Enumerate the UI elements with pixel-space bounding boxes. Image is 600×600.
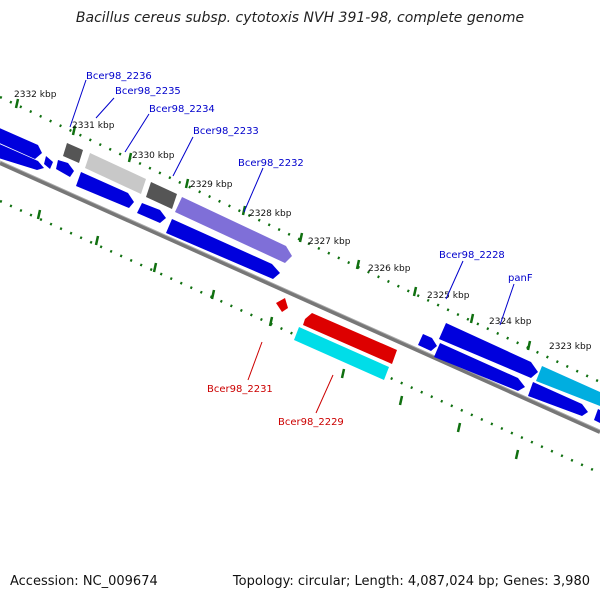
gene-block — [85, 153, 146, 194]
genome-backbone-highlight — [0, 160, 600, 431]
gene-block — [137, 203, 166, 223]
kbp-label-2327: 2327 kbp — [308, 237, 351, 247]
kbp-label-2329: 2329 kbp — [190, 180, 233, 190]
gene-block — [439, 323, 538, 378]
gene-block — [175, 197, 292, 263]
kbp-label-2328: 2328 kbp — [249, 209, 292, 219]
upper-major-ticks — [14, 98, 532, 351]
genome-backbone — [0, 161, 600, 434]
gene-block — [528, 382, 588, 416]
kbp-label-2332: 2332 kbp — [14, 90, 57, 100]
gene-block — [536, 366, 600, 406]
kbp-label-2331: 2331 kbp — [72, 121, 115, 131]
accession-text: Accession: NC_009674 — [10, 574, 158, 589]
gene-block — [276, 298, 288, 312]
kbp-label-2325: 2325 kbp — [427, 291, 470, 301]
forward-genes-inner — [0, 144, 600, 423]
forward-genes-outer — [0, 128, 600, 406]
gene-label-bcer98-2236[interactable]: Bcer98_2236 — [86, 71, 152, 82]
gene-label-panf[interactable]: panF — [508, 273, 533, 284]
lower-major-ticks — [36, 209, 520, 460]
gene-label-bcer98-2232[interactable]: Bcer98_2232 — [238, 158, 304, 169]
gene-block — [44, 156, 53, 169]
gene-block — [434, 343, 525, 391]
gene-block — [303, 313, 397, 364]
kbp-label-2324: 2324 kbp — [489, 317, 532, 327]
kbp-label-2326: 2326 kbp — [368, 264, 411, 274]
gene-label-bcer98-2228[interactable]: Bcer98_2228 — [439, 250, 505, 261]
upper-ruler — [0, 95, 600, 384]
gene-block — [0, 144, 44, 170]
gene-block — [146, 182, 177, 209]
kbp-label-2323: 2323 kbp — [549, 342, 592, 352]
gene-block — [76, 172, 134, 208]
gene-label-bcer98-2231[interactable]: Bcer98_2231 — [207, 384, 273, 395]
gene-block — [294, 327, 389, 380]
gene-block — [594, 409, 600, 423]
gene-label-bcer98-2235[interactable]: Bcer98_2235 — [115, 86, 181, 97]
gene-label-bcer98-2233[interactable]: Bcer98_2233 — [193, 126, 259, 137]
kbp-label-2330: 2330 kbp — [132, 151, 175, 161]
gene-block — [0, 128, 42, 159]
gene-block — [63, 143, 83, 163]
gene-block — [56, 160, 74, 177]
gene-label-bcer98-2234[interactable]: Bcer98_2234 — [149, 104, 215, 115]
gene-block — [418, 334, 437, 351]
gene-block — [166, 219, 280, 279]
map-title: Bacillus cereus subsp. cytotoxis NVH 391… — [75, 10, 525, 26]
reverse-genes — [276, 298, 397, 380]
label-leaders — [69, 79, 515, 414]
gene-label-bcer98-2229[interactable]: Bcer98_2229 — [278, 417, 344, 428]
genome-summary-text: Topology: circular; Length: 4,087,024 bp… — [232, 574, 590, 589]
